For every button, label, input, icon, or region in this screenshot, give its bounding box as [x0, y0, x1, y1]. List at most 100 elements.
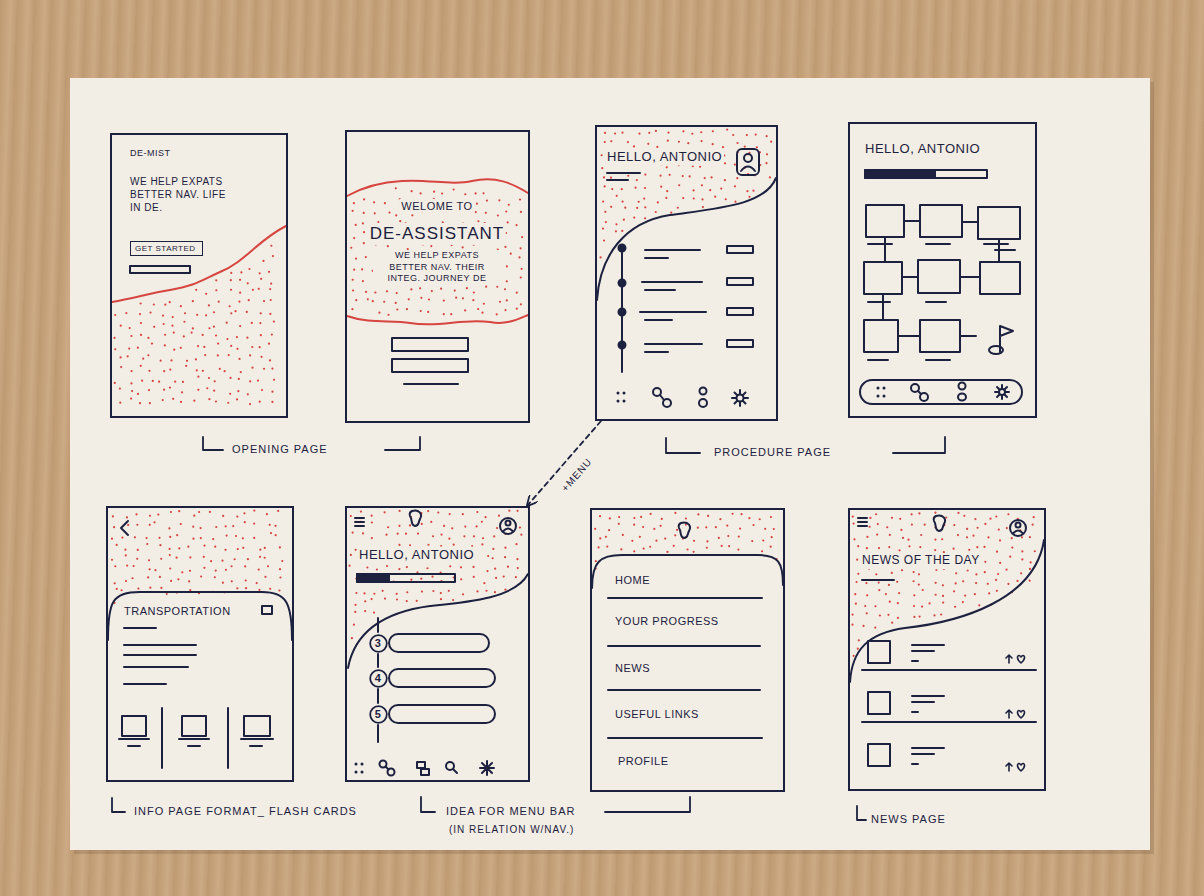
red-dot-shading: [622, 534, 624, 536]
red-dot-shading: [270, 245, 272, 247]
red-dot-shading: [159, 576, 161, 578]
red-dot-shading: [693, 197, 695, 199]
red-dot-shading: [373, 201, 375, 203]
red-dot-shading: [256, 582, 258, 584]
red-dot-shading: [263, 368, 265, 370]
screen-text: DE-MIST: [128, 148, 173, 160]
phone-screen: HELLO, ANTONIO: [848, 122, 1037, 418]
red-dot-shading: [494, 568, 496, 570]
red-dot-shading: [432, 590, 434, 592]
red-dot-shading: [399, 510, 401, 512]
node-text: 3: [375, 637, 382, 649]
red-dot-shading: [208, 377, 210, 379]
red-dot-shading: [158, 537, 160, 539]
red-dot-shading: [636, 179, 638, 181]
screen-sketch: [727, 308, 753, 315]
red-dot-shading: [602, 201, 604, 203]
red-dot-shading: [433, 191, 435, 193]
red-dot-shading: [148, 559, 150, 561]
red-dot-shading: [373, 593, 375, 595]
red-dot-shading: [268, 343, 270, 345]
red-dot-shading: [492, 557, 494, 559]
red-dot-shading: [371, 537, 373, 539]
red-dot-shading: [618, 516, 620, 518]
red-dot-shading: [406, 308, 408, 310]
red-dot-shading: [237, 548, 239, 550]
red-dot-shading: [942, 595, 944, 597]
red-dot-shading: [857, 545, 859, 547]
red-dot-shading: [229, 393, 231, 395]
red-dot-shading: [710, 176, 712, 178]
red-dot-shading: [238, 378, 240, 380]
red-dot-shading: [1007, 583, 1009, 585]
red-dot-shading: [253, 510, 255, 512]
red-dot-shading: [224, 370, 226, 372]
red-dot-shading: [634, 187, 636, 189]
red-dot-shading: [974, 593, 976, 595]
red-dot-shading: [504, 288, 506, 290]
red-dot-shading: [504, 309, 506, 311]
red-dot-shading: [450, 313, 452, 315]
red-dot-shading: [154, 569, 156, 571]
screen-sketch: [700, 388, 707, 395]
red-dot-shading: [224, 549, 226, 551]
step-number: 3: [369, 634, 388, 653]
screen-sketch: [862, 579, 894, 581]
red-dot-shading: [648, 132, 650, 134]
red-dot-shading: [507, 566, 509, 568]
red-dot-shading: [160, 587, 162, 589]
red-dot-shading: [653, 528, 655, 530]
screen-text: HELLO, ANTONIO: [605, 149, 724, 166]
red-dot-shading: [984, 571, 986, 573]
red-dot-shading: [215, 526, 217, 528]
red-dot-shading: [267, 565, 269, 567]
red-dot-shading: [693, 540, 695, 542]
red-dot-shading: [259, 556, 261, 558]
red-dot-shading: [387, 314, 389, 316]
red-dot-shading: [476, 203, 478, 205]
red-dot-shading: [453, 188, 455, 190]
red-dot-shading: [200, 537, 202, 539]
red-dot-shading: [151, 342, 153, 344]
annotation: OPENING PAGE: [230, 443, 330, 456]
red-dot-shading: [353, 202, 355, 204]
red-dot-shading: [520, 211, 522, 213]
red-dot-shading: [481, 521, 483, 523]
red-dot-shading: [269, 313, 271, 315]
red-dot-shading: [371, 521, 373, 523]
red-dot-shading: [987, 583, 989, 585]
red-dot-shading: [229, 377, 231, 379]
red-dot-shading: [1009, 556, 1011, 558]
red-dot-shading: [352, 289, 354, 291]
red-dot-shading: [431, 576, 433, 578]
red-dot-shading: [430, 245, 432, 247]
red-dot-shading: [227, 402, 229, 404]
red-dot-shading: [398, 568, 400, 570]
red-dot-shading: [666, 190, 668, 192]
red-dot-shading: [251, 322, 253, 324]
red-dot-shading: [111, 559, 113, 561]
red-dot-shading: [230, 272, 232, 274]
screen-sketch: [623, 400, 626, 403]
screen-sketch: [1006, 655, 1012, 771]
red-dot-shading: [420, 310, 422, 312]
screen-sketch: [421, 769, 429, 775]
red-dot-shading: [748, 517, 750, 519]
red-dot-shading: [606, 545, 608, 547]
screen-sketch: [619, 280, 626, 287]
group-bracket: [112, 798, 125, 812]
red-dot-shading: [364, 610, 366, 612]
paper-sheet: [70, 78, 1150, 850]
red-dot-shading: [215, 569, 217, 571]
red-dot-shading: [974, 518, 976, 520]
screen-sketch: [744, 154, 752, 162]
red-dot-shading: [1021, 550, 1023, 552]
red-dot-shading: [230, 289, 232, 291]
annotation: (IN RELATION W/NAV.): [447, 824, 576, 836]
red-dot-shading: [258, 589, 260, 591]
red-dot-shading: [261, 389, 263, 391]
screen-sketch: [404, 383, 458, 385]
red-dot-shading: [499, 301, 501, 303]
red-dot-shading: [376, 568, 378, 570]
red-dot-shading: [353, 269, 355, 271]
